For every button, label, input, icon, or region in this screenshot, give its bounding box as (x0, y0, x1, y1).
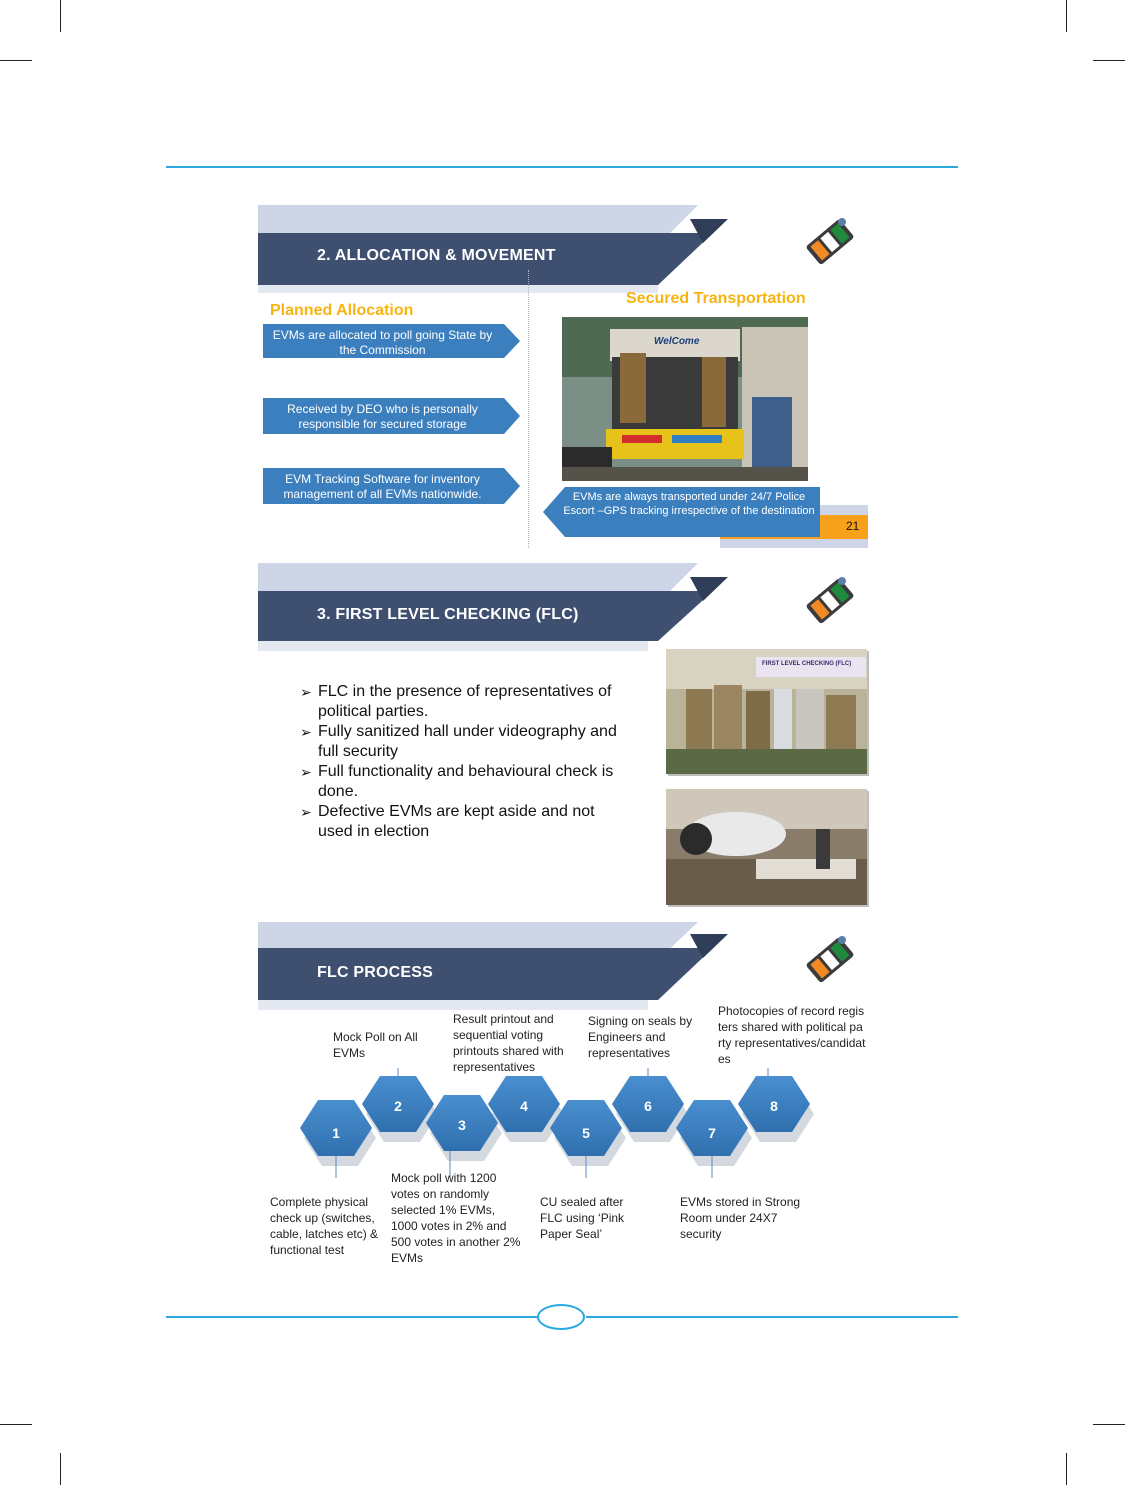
hex-step-2 (362, 1076, 434, 1132)
step-7-text: EVMs stored in Strong Room under 24X7 se… (680, 1195, 801, 1241)
transport-note-text: EVMs are always transported under 24/7 P… (563, 491, 815, 517)
list-item: ➢ Fully sanitized hall under videography … (300, 722, 630, 762)
crop-mark (1093, 1424, 1125, 1425)
step-number: 4 (520, 1098, 528, 1114)
step-number: 5 (582, 1125, 590, 1141)
page-number-strip-bottom (720, 539, 868, 548)
eci-logo-icon (806, 218, 854, 265)
arrow-bullet-icon: ➢ (300, 684, 312, 700)
truck-welcome-sign: WelCome (654, 336, 700, 347)
step-number: 6 (644, 1098, 652, 1114)
slide-title: 2. ALLOCATION & MOVEMENT (317, 247, 556, 264)
transport-note (543, 487, 820, 537)
list-item: ➢ Full functionality and behavioural chec… (300, 762, 630, 802)
eci-logo-icon (806, 936, 854, 983)
eci-logo-icon (806, 577, 854, 624)
column-divider (528, 270, 529, 548)
bullet-text: Fully sanitized hall under videography a… (318, 723, 617, 760)
bullet-text: FLC in the presence of representatives o… (318, 683, 612, 720)
step-1-text: Complete physical check up (switches, ca… (270, 1195, 379, 1257)
step-8-text: Photocopies of record registers shared w… (718, 1004, 866, 1066)
crop-mark (0, 1424, 32, 1425)
step-number: 8 (770, 1098, 778, 1114)
secured-transportation-heading: Secured Transportation (626, 290, 806, 307)
hex-step-3 (426, 1095, 498, 1151)
step-6-text: Signing on seals by Engineers and repres… (588, 1014, 693, 1060)
allocation-step-deo: Received by DEO who is personally respon… (263, 398, 520, 434)
step-number: 2 (394, 1098, 402, 1114)
list-item: ➢ Defective EVMs are kept aside and not u… (300, 802, 630, 842)
bottom-rule-right (586, 1316, 958, 1318)
crop-mark (1066, 0, 1067, 32)
slide-page-number: 21 (846, 519, 860, 533)
hex-step-8 (738, 1076, 810, 1132)
crop-mark (1093, 60, 1125, 61)
flc-bullet-list: ➢ FLC in the presence of representatives … (300, 682, 630, 842)
crop-mark (60, 0, 61, 32)
allocation-step-tracking: EVM Tracking Software for inventory mana… (263, 468, 520, 504)
page-number-shadow (820, 505, 868, 515)
step-number: 1 (332, 1125, 340, 1141)
flc-hall-photo: FIRST LEVEL CHECKING (FLC) (666, 649, 867, 774)
hex-step-6 (612, 1076, 684, 1132)
flc-process-hexagons (300, 1068, 814, 1178)
crop-mark (1066, 1453, 1067, 1485)
slide-title: FLC PROCESS (317, 964, 433, 981)
arrow-bullet-icon: ➢ (300, 764, 312, 780)
page-number-oval (537, 1304, 585, 1330)
hex-step-7 (676, 1100, 748, 1156)
arrow-bullet-icon: ➢ (300, 724, 312, 740)
truck-photo: WelCome (562, 317, 808, 481)
arrow-bullet-icon: ➢ (300, 804, 312, 820)
list-item: ➢ FLC in the presence of representatives … (300, 682, 630, 722)
hex-step-5 (550, 1100, 622, 1156)
slide-header-banner (258, 205, 728, 293)
top-rule (166, 166, 958, 168)
slide-header-banner (258, 563, 728, 651)
hex-step-1 (300, 1100, 372, 1156)
slide-title: 3. FIRST LEVEL CHECKING (FLC) (317, 606, 579, 623)
bullet-text: Defective EVMs are kept aside and not us… (318, 803, 595, 840)
step-5-text: CU sealed after FLC using ‘Pink Paper Se… (540, 1195, 625, 1241)
bullet-text: Full functionality and behavioural check… (318, 763, 614, 800)
flc-photo-banner: FIRST LEVEL CHECKING (FLC) (762, 661, 852, 667)
hex-step-4 (488, 1076, 560, 1132)
cctv-camera-photo (666, 789, 867, 905)
step-number: 7 (708, 1125, 716, 1141)
step-3-text: Mock poll with 1200 votes on randomly se… (391, 1171, 521, 1265)
planned-allocation-heading: Planned Allocation (270, 302, 414, 319)
step-number: 3 (458, 1117, 466, 1133)
step-2-text: Mock Poll on All EVMs (333, 1030, 418, 1060)
crop-mark (60, 1453, 61, 1485)
slide-header-banner (258, 922, 728, 1010)
bottom-rule-left (166, 1316, 538, 1318)
step-4-text: Result printout and sequential voting pr… (453, 1012, 564, 1074)
allocation-step-commission: EVMs are allocated to poll going State b… (263, 324, 520, 358)
crop-mark (0, 60, 32, 61)
